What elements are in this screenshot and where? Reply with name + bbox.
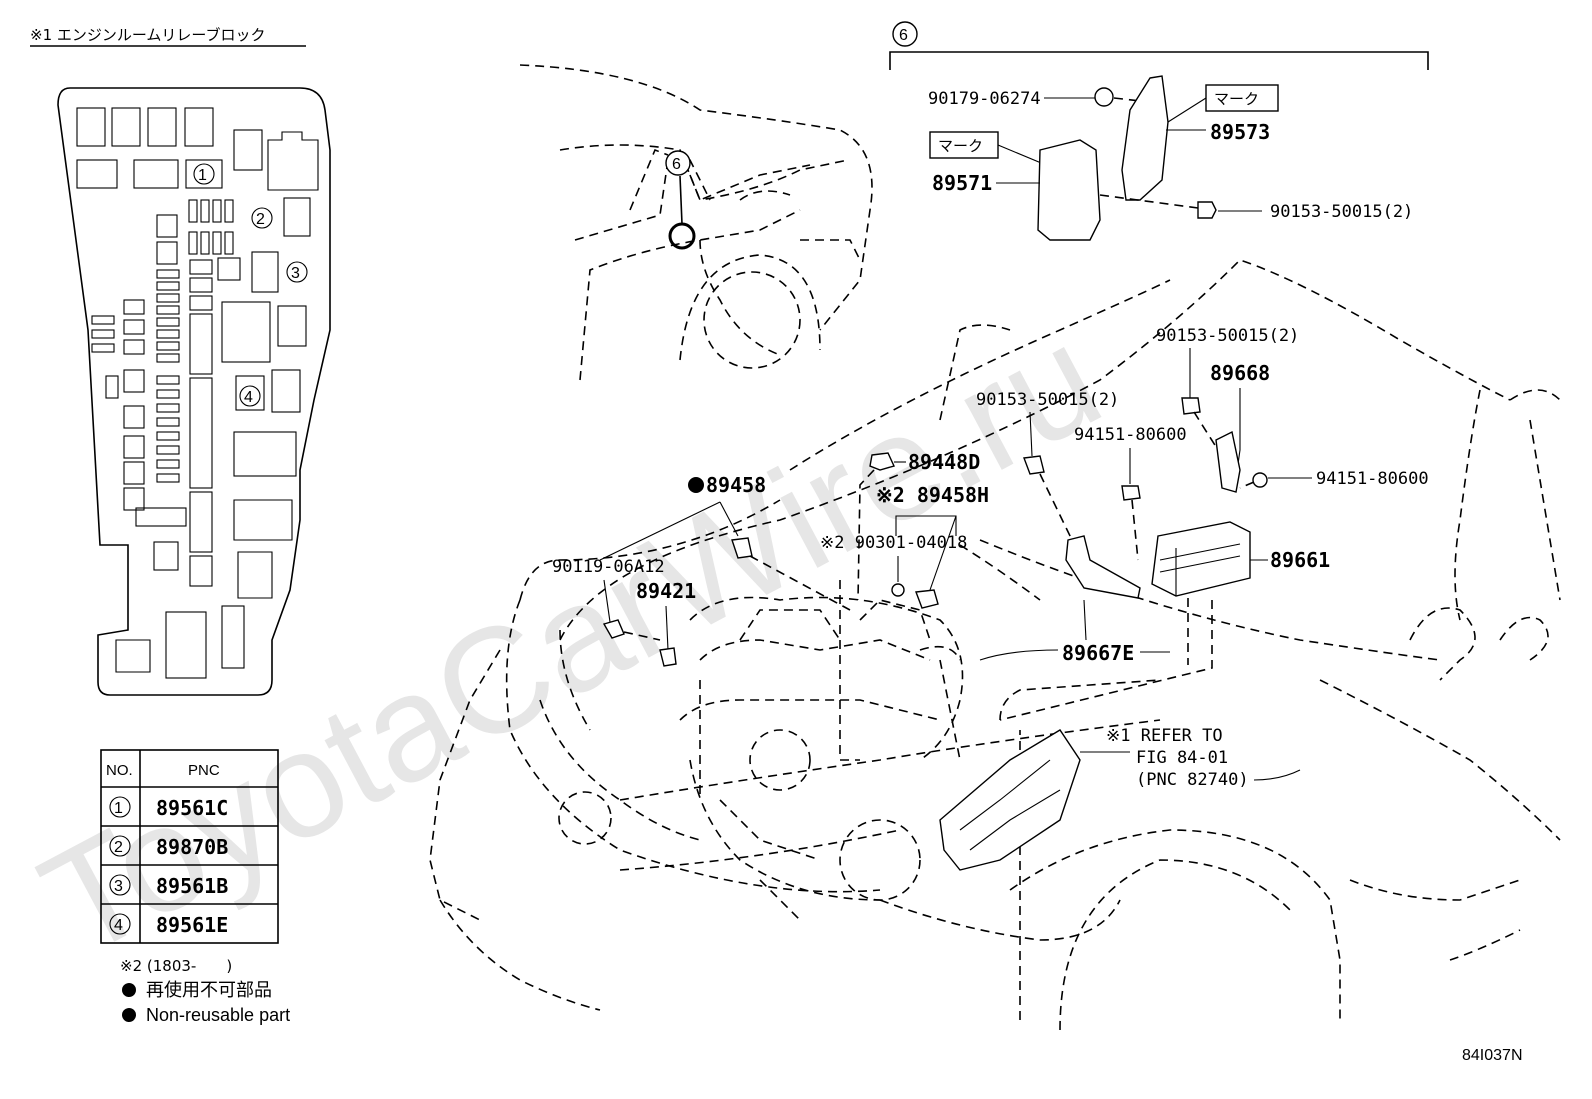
table-row-pnc: 89561E: [156, 913, 228, 937]
relay-block-title: ※1 エンジンルームリレーブロック: [30, 26, 266, 44]
label-90119-06A12: 90119-06A12: [552, 557, 665, 577]
label-89573: 89573: [1210, 120, 1270, 144]
table-row-no: 2: [114, 839, 123, 856]
table-row-no: 1: [114, 800, 123, 817]
label-90153-50015-mid: 90153-50015(2): [1156, 326, 1299, 346]
label-94151-80600-b: 94151-80600: [1316, 469, 1429, 489]
callout-6-text: 6: [672, 156, 681, 173]
engine-sketch: [679, 596, 964, 921]
label-89421: 89421: [636, 579, 696, 603]
label-90153-50015-top: 90153-50015(2): [1270, 202, 1413, 222]
mark-box-upper: [1205, 84, 1279, 112]
location-marker: [668, 222, 696, 250]
bullet-icon: [122, 1008, 136, 1022]
relay-block-markers: 1 2 3 4: [185, 159, 308, 411]
footnote-non-reusable-en: Non-reusable part: [146, 1005, 290, 1025]
label-mark-lower: マーク: [938, 137, 983, 155]
bracket-89573: [1121, 75, 1169, 201]
label-89571: 89571: [932, 171, 992, 195]
label-refer-to: ※1 REFER TO: [1106, 726, 1223, 746]
label-89661: 89661: [1270, 548, 1330, 572]
marker-3: 3: [291, 265, 300, 282]
figure-id: 84I037N: [1462, 1047, 1523, 1064]
bracket-89668: [1215, 430, 1241, 493]
marker-4: 4: [244, 389, 253, 406]
label-94151-80600-a: 94151-80600: [1074, 425, 1187, 445]
bracket-89667E: [1065, 535, 1141, 599]
group-6-bracket: [889, 51, 1429, 70]
table-row-pnc: 89561B: [156, 874, 228, 898]
engine-relay-block: [939, 729, 1081, 871]
label-89668: 89668: [1210, 361, 1270, 385]
label-refer-pnc: (PNC 82740): [1136, 770, 1249, 790]
footnote-non-reusable-jp: 再使用不可部品: [146, 980, 272, 1000]
group-6-circle: [892, 21, 918, 47]
label-89448D: 89448D: [908, 450, 980, 474]
non-reusable-bullet-icon: [688, 477, 704, 493]
table-header-pnc: PNC: [188, 762, 220, 779]
relay-block-fuses: [76, 107, 319, 679]
front-car-sketch: [429, 259, 1561, 1031]
marker-1: 1: [198, 167, 207, 184]
marker-2: 2: [256, 211, 265, 228]
table-row-pnc: 89561C: [156, 796, 228, 820]
table-row-no: 4: [114, 917, 123, 934]
relay-block-outline: [57, 87, 331, 696]
label-90179-06274: 90179-06274: [928, 89, 1041, 109]
callout-6-circle: [665, 150, 691, 176]
label-89667E: 89667E: [1062, 641, 1134, 665]
pnc-table: NO. PNC 1 89561C 2 89870B 3 89561B 4 895…: [100, 749, 279, 944]
table-row-no: 3: [114, 878, 123, 895]
bullet-icon: [122, 983, 136, 997]
label-90301-04018: ※2 90301-04018: [820, 533, 967, 553]
mark-box-lower: [929, 131, 999, 159]
label-89458: 89458: [706, 473, 766, 497]
table-header-no: NO.: [106, 762, 133, 779]
group-6-number: 6: [899, 27, 908, 44]
table-row-pnc: 89870B: [156, 835, 228, 859]
label-refer-fig: FIG 84-01: [1136, 748, 1228, 768]
sensor-89571: [1037, 139, 1101, 241]
label-mark-upper: マーク: [1214, 90, 1259, 108]
footnote-2: ※2 (1803- ): [120, 957, 232, 975]
rear-car-sketch: [519, 64, 873, 381]
label-90153-50015-left: 90153-50015(2): [976, 390, 1119, 410]
label-89458H: ※2 89458H: [876, 483, 989, 507]
